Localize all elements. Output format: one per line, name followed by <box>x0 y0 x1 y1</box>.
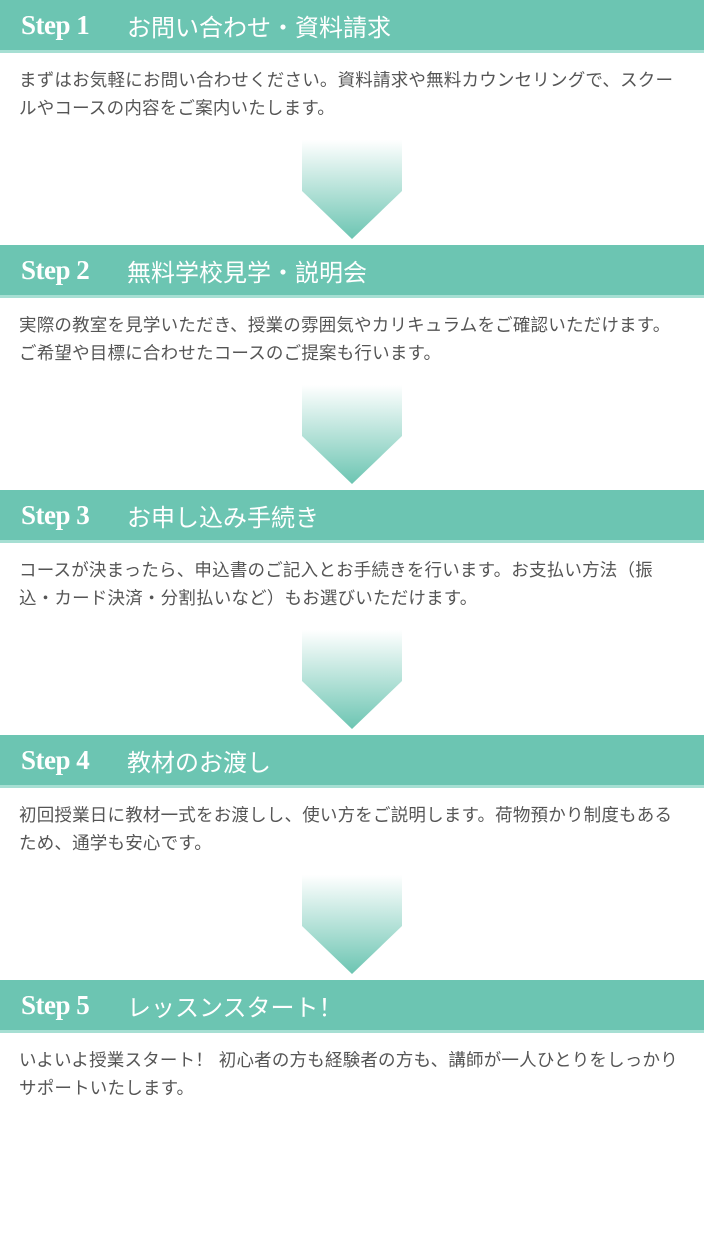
step-description: 実際の教室を見学いただき、授業の雰囲気やカリキュラムをご確認いただけます。ご希望… <box>19 316 671 364</box>
step-title: 無料学校見学・説明会 <box>127 258 367 287</box>
step-description: いよいよ授業スタート！ 初心者の方も経験者の方も、講師が一人ひとりをしっかりサポ… <box>19 1051 678 1099</box>
step-title: 教材のお渡し <box>127 748 271 777</box>
down-arrow-icon <box>302 875 402 974</box>
step-description: まずはお気軽にお問い合わせください。資料請求や無料カウンセリングで、スクールやコ… <box>19 71 674 119</box>
step-4: Step 4 教材のお渡し 初回授業日に教材一式をお渡しし、使い方をご説明します… <box>0 735 704 974</box>
step-title: レッスンスタート！ <box>127 993 343 1022</box>
step-number: Step 2 <box>21 254 90 285</box>
step-3: Step 3 お申し込み手続き コースが決まったら、申込書のご記入とお手続きを行… <box>0 490 704 729</box>
down-arrow-icon <box>302 140 402 239</box>
step-header: Step 1 お問い合わせ・資料請求 <box>0 0 704 53</box>
step-2: Step 2 無料学校見学・説明会 実際の教室を見学いただき、授業の雰囲気やカリ… <box>0 245 704 484</box>
step-description: 初回授業日に教材一式をお渡しし、使い方をご説明します。荷物預かり制度もあるため、… <box>19 806 673 854</box>
step-number: Step 4 <box>21 744 90 775</box>
step-title: お申し込み手続き <box>127 503 319 532</box>
step-description: コースが決まったら、申込書のご記入とお手続きを行います。お支払い方法（振込・カー… <box>19 561 653 609</box>
step-5: Step 5 レッスンスタート！ いよいよ授業スタート！ 初心者の方も経験者の方… <box>0 980 704 1103</box>
step-header: Step 2 無料学校見学・説明会 <box>0 245 704 298</box>
down-arrow-icon <box>302 385 402 484</box>
step-header: Step 3 お申し込み手続き <box>0 490 704 543</box>
step-title: お問い合わせ・資料請求 <box>127 13 391 42</box>
step-header: Step 4 教材のお渡し <box>0 735 704 788</box>
step-1: Step 1 お問い合わせ・資料請求 まずはお気軽にお問い合わせください。資料請… <box>0 0 704 239</box>
step-number: Step 5 <box>21 989 90 1020</box>
step-header: Step 5 レッスンスタート！ <box>0 980 704 1033</box>
step-number: Step 1 <box>21 9 90 40</box>
step-number: Step 3 <box>21 499 90 530</box>
down-arrow-icon <box>302 630 402 729</box>
